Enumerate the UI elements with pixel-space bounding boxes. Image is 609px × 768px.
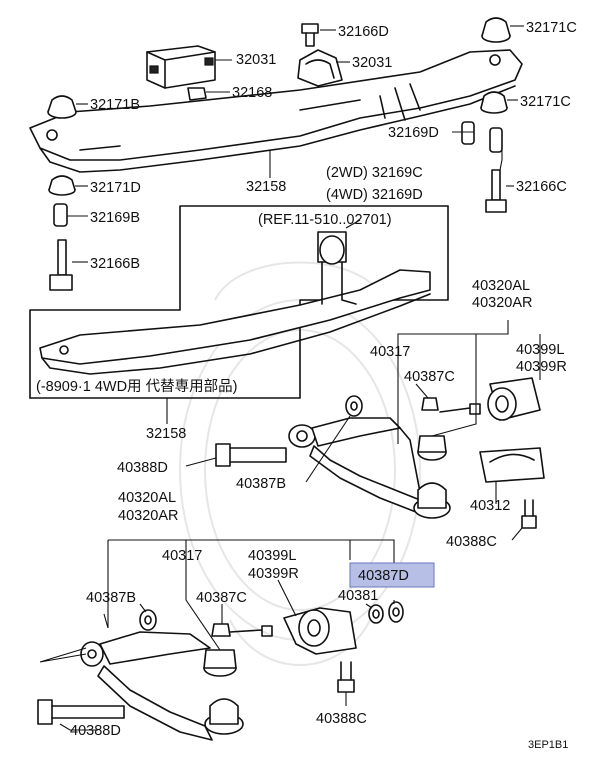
- label-32031-b[interactable]: 32031: [352, 55, 392, 71]
- label-40317-bottom[interactable]: 40317: [162, 548, 202, 564]
- label-40320AL-bottom[interactable]: 40320AL: [118, 490, 176, 506]
- label-32169B[interactable]: 32169B: [90, 210, 140, 226]
- label-40381[interactable]: 40381: [338, 588, 378, 604]
- bolt-40388C-bottom[interactable]: [337, 661, 355, 693]
- label-40399R-bottom[interactable]: 40399R: [248, 566, 299, 582]
- diagram-code: 3EP1B1: [528, 739, 568, 751]
- label-40388C-bottom[interactable]: 40388C: [316, 711, 367, 727]
- label-32166C[interactable]: 32166C: [516, 179, 567, 195]
- label-32169D-4wd[interactable]: (4WD) 32169D: [326, 187, 423, 203]
- ball-joint-top[interactable]: [413, 403, 481, 519]
- collar-32169C[interactable]: [489, 127, 503, 153]
- lower-arm-bottom[interactable]: [80, 631, 213, 741]
- label-40387C-bottom[interactable]: 40387C: [196, 590, 247, 606]
- label-40388D-bottom[interactable]: 40388D: [70, 723, 121, 739]
- label-32169C[interactable]: (2WD) 32169C: [326, 165, 423, 181]
- label-40387B-bottom[interactable]: 40387B: [86, 590, 136, 606]
- washer-40381[interactable]: [368, 604, 384, 624]
- label-32171D[interactable]: 32171D: [90, 180, 141, 196]
- label-40388D-top[interactable]: 40388D: [117, 460, 168, 476]
- label-32031-a[interactable]: 32031: [236, 52, 276, 68]
- label-40320AR-bottom[interactable]: 40320AR: [118, 508, 178, 524]
- label-32171C-right[interactable]: 32171C: [520, 94, 571, 110]
- crossmember-top[interactable]: [29, 49, 523, 173]
- label-inset-note: (-8909·1 4WD用 代替専用部品): [36, 378, 237, 395]
- ball-joint-bottom[interactable]: [203, 625, 273, 735]
- bolt-40388C-top[interactable]: [521, 499, 537, 529]
- label-ref-note: (REF.11-510..02701): [258, 212, 392, 228]
- bushing-40399-bottom[interactable]: [283, 607, 357, 655]
- label-40399L-top[interactable]: 40399L: [516, 342, 564, 358]
- label-40388C-top[interactable]: 40388C: [446, 534, 497, 550]
- nut-32168[interactable]: [187, 87, 207, 101]
- bushing-40387B-bottom[interactable]: [139, 609, 157, 631]
- label-32171C-top[interactable]: 32171C: [526, 20, 577, 36]
- label-32169D[interactable]: 32169D: [388, 125, 439, 141]
- bolt-32166D[interactable]: [301, 23, 319, 47]
- lower-arm-top[interactable]: [288, 417, 421, 513]
- label-40387B-top[interactable]: 40387B: [236, 476, 286, 492]
- label-40387C-top[interactable]: 40387C: [404, 369, 455, 385]
- nut-40387C-top[interactable]: [421, 397, 439, 411]
- leader-lines: [39, 25, 541, 731]
- bushing-40387B-top[interactable]: [345, 395, 363, 417]
- engine-mount-32031[interactable]: [146, 45, 216, 89]
- washer-40387D[interactable]: [388, 601, 404, 623]
- bolt-32166C[interactable]: [485, 169, 507, 213]
- inset-crossmember[interactable]: [39, 231, 431, 375]
- bushing-40399[interactable]: [487, 377, 541, 421]
- label-40320AR-top[interactable]: 40320AR: [472, 295, 532, 311]
- cushion-32171D[interactable]: [48, 175, 76, 196]
- label-40317-top[interactable]: 40317: [370, 344, 410, 360]
- bracket-40312[interactable]: [479, 447, 545, 483]
- bolt-40388D-bottom[interactable]: [37, 699, 125, 725]
- collar-32169B[interactable]: [53, 203, 68, 227]
- label-40320AL-top[interactable]: 40320AL: [472, 278, 530, 294]
- label-40312[interactable]: 40312: [470, 498, 510, 514]
- part-labels: 32166D 32171C 32031 32031 32168 32171B 3…: [36, 20, 577, 751]
- label-32158-bottom[interactable]: 32158: [146, 426, 186, 442]
- nut-40387C-bottom[interactable]: [211, 623, 231, 637]
- highlight-40387D[interactable]: [349, 562, 435, 588]
- engine-mount-32031-b[interactable]: [297, 49, 343, 87]
- label-40399L-bottom[interactable]: 40399L: [248, 548, 296, 564]
- bolt-40388D-top[interactable]: [215, 443, 287, 467]
- label-32171B[interactable]: 32171B: [90, 97, 140, 113]
- inset-frame: [29, 205, 449, 399]
- bolt-32166B[interactable]: [49, 239, 73, 291]
- label-32166D[interactable]: 32166D: [338, 24, 389, 40]
- label-32166B[interactable]: 32166B: [90, 256, 140, 272]
- label-40399R-top[interactable]: 40399R: [516, 359, 567, 375]
- label-40387D[interactable]: 40387D: [358, 568, 409, 584]
- collar-32169D[interactable]: [461, 121, 475, 145]
- cushion-32171B[interactable]: [47, 95, 77, 119]
- cushion-32171C-right[interactable]: [480, 91, 508, 114]
- label-32168[interactable]: 32168: [232, 85, 272, 101]
- label-32158-top[interactable]: 32158: [246, 179, 286, 195]
- cushion-32171C-top[interactable]: [481, 17, 511, 43]
